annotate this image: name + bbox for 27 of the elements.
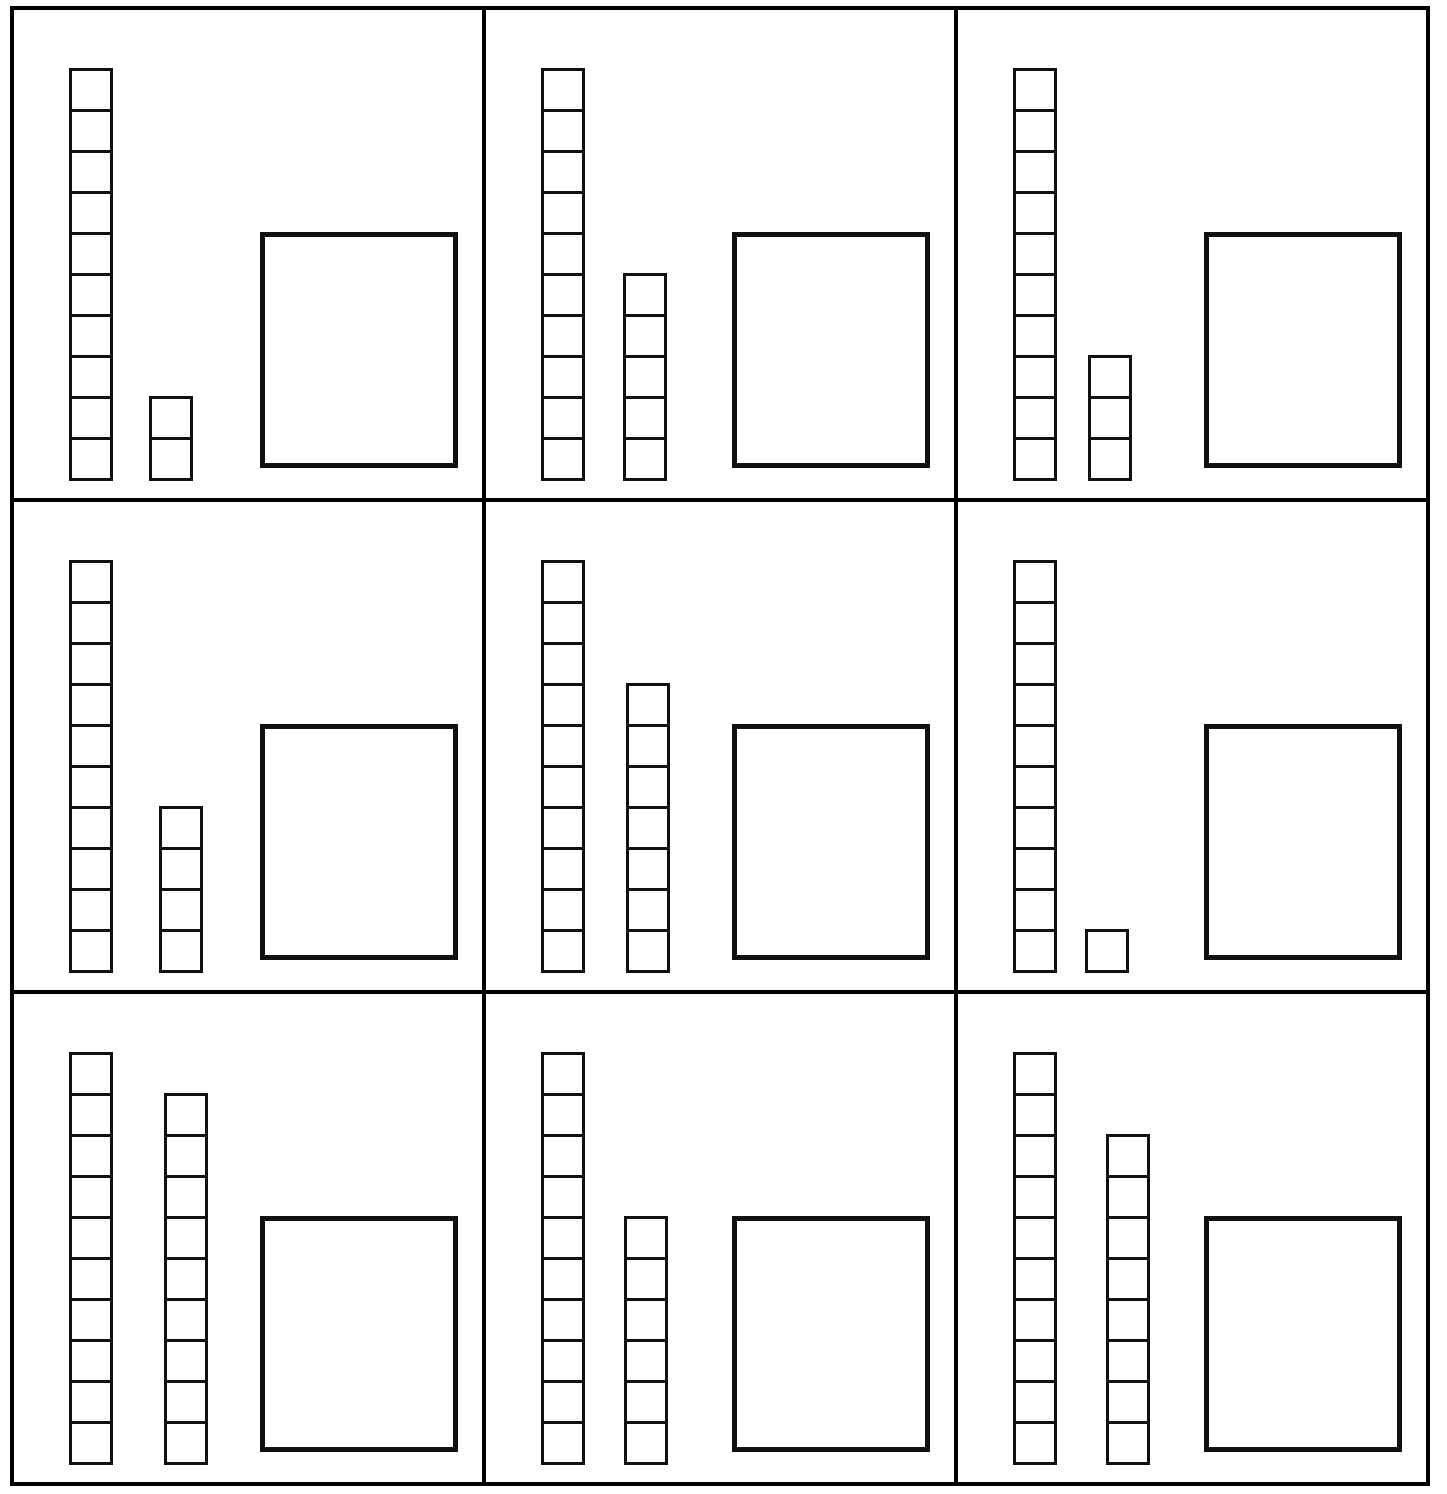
tens-rod xyxy=(1013,560,1057,973)
ones-cubes xyxy=(164,1093,208,1465)
tens-rod xyxy=(1013,1052,1057,1465)
ones-cubes xyxy=(623,273,667,481)
tens-rod xyxy=(541,68,585,481)
ones-cubes xyxy=(1088,355,1132,481)
ones-cubes xyxy=(1106,1134,1150,1465)
answer-box xyxy=(260,232,458,468)
tens-rod xyxy=(1013,68,1057,481)
tens-rod xyxy=(541,560,585,973)
ones-cubes xyxy=(624,1216,668,1465)
answer-box xyxy=(732,724,930,960)
ones-cubes xyxy=(149,396,193,481)
tens-rod xyxy=(69,560,113,973)
tens-rod xyxy=(69,1052,113,1465)
ones-cubes xyxy=(1085,929,1129,973)
tens-rod xyxy=(69,68,113,481)
answer-box xyxy=(1204,1216,1402,1452)
tens-rod xyxy=(541,1052,585,1465)
answer-box xyxy=(260,1216,458,1452)
ones-cubes xyxy=(159,806,203,973)
answer-box xyxy=(1204,724,1402,960)
answer-box xyxy=(1204,232,1402,468)
ones-cubes xyxy=(626,683,670,973)
answer-box xyxy=(260,724,458,960)
answer-box xyxy=(732,1216,930,1452)
answer-box xyxy=(732,232,930,468)
